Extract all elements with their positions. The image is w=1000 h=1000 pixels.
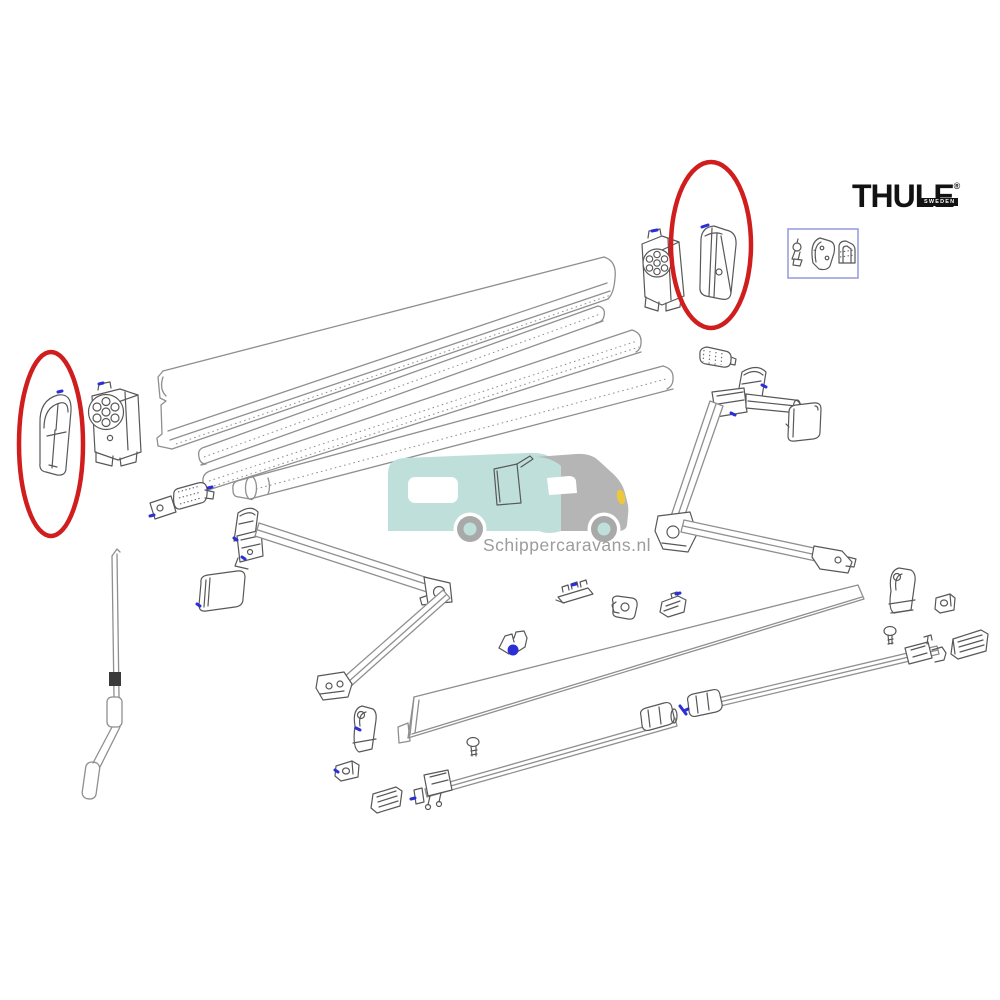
arm-cover-plate-right bbox=[785, 402, 822, 442]
arm-cover-plate-left bbox=[195, 570, 246, 612]
ribbed-cap-right bbox=[950, 629, 989, 660]
clamp-block-right bbox=[934, 593, 956, 614]
blade-bracket-right bbox=[888, 567, 916, 614]
rafter-front-left-fitting bbox=[409, 769, 453, 811]
watermark-text: Schippercaravans.nl bbox=[483, 535, 651, 555]
left-arm-shoulder-bracket bbox=[232, 507, 264, 570]
right-spring-mechanism bbox=[641, 228, 685, 312]
profile-sketch-overlay bbox=[493, 455, 534, 506]
headlight bbox=[616, 489, 626, 505]
kit-bracket bbox=[838, 240, 856, 264]
rail-clip-b bbox=[611, 595, 638, 620]
fabric-roll bbox=[202, 329, 642, 492]
housing-cover-profile bbox=[156, 256, 616, 450]
right-arm-knuckle bbox=[699, 346, 737, 368]
rail-clip-a bbox=[555, 579, 594, 604]
screw-right bbox=[883, 625, 897, 645]
roller-tube bbox=[232, 365, 674, 501]
left-arm-forearm-tube bbox=[342, 589, 451, 688]
left-arm-foot bbox=[315, 671, 353, 701]
tension-rafter-rear bbox=[678, 634, 947, 718]
thule-logo-subtext: SWEDEN bbox=[920, 198, 959, 206]
lead-rail bbox=[397, 584, 865, 744]
cab-window bbox=[547, 476, 577, 495]
right-end-cap-part bbox=[699, 223, 737, 300]
rafter-front-coupler bbox=[639, 701, 678, 732]
rafter-rear-left-sleeve bbox=[678, 688, 723, 718]
rear-wheel bbox=[453, 512, 487, 546]
spring-arm-left bbox=[232, 507, 453, 701]
blade-bracket-left bbox=[352, 705, 377, 753]
right-arm-foot bbox=[811, 545, 857, 574]
watermark-caravan: Schippercaravans.nl bbox=[388, 452, 651, 555]
hardware-kit-box bbox=[787, 228, 859, 279]
left-spring-mechanism bbox=[87, 381, 142, 467]
thule-logo: THULE® SWEDEN bbox=[852, 172, 982, 216]
left-end-cap-part bbox=[39, 389, 72, 476]
thule-logo-text: THULE® bbox=[852, 178, 961, 214]
mounting-rail-strip bbox=[197, 305, 606, 466]
registered-mark-icon: ® bbox=[953, 181, 961, 191]
crank-handle bbox=[81, 548, 123, 800]
clamp-block-left bbox=[333, 760, 360, 782]
spring-arm-right bbox=[654, 346, 857, 574]
screw-center bbox=[466, 736, 480, 757]
left-arm-upper-tube bbox=[254, 522, 435, 594]
right-arm-forearm-tube bbox=[680, 519, 829, 564]
caravan-window bbox=[408, 477, 458, 503]
highlight-circle-top bbox=[668, 159, 754, 331]
tension-rafter-front bbox=[409, 701, 678, 811]
highlight-circle-left bbox=[16, 349, 86, 539]
rafter-rear-right-fitting bbox=[904, 634, 947, 665]
worm-gear-drive bbox=[148, 482, 215, 520]
ribbed-cap-left bbox=[370, 786, 403, 814]
kit-thumb-screw bbox=[791, 238, 803, 267]
right-arm-shoulder-bracket bbox=[711, 366, 802, 418]
front-wheel bbox=[587, 512, 621, 546]
support-bracket bbox=[498, 630, 528, 656]
kit-cover-plate bbox=[811, 237, 836, 271]
right-arm-upper-tube bbox=[669, 400, 724, 524]
rail-clip-c bbox=[659, 591, 687, 618]
caravan-cab bbox=[535, 453, 629, 531]
